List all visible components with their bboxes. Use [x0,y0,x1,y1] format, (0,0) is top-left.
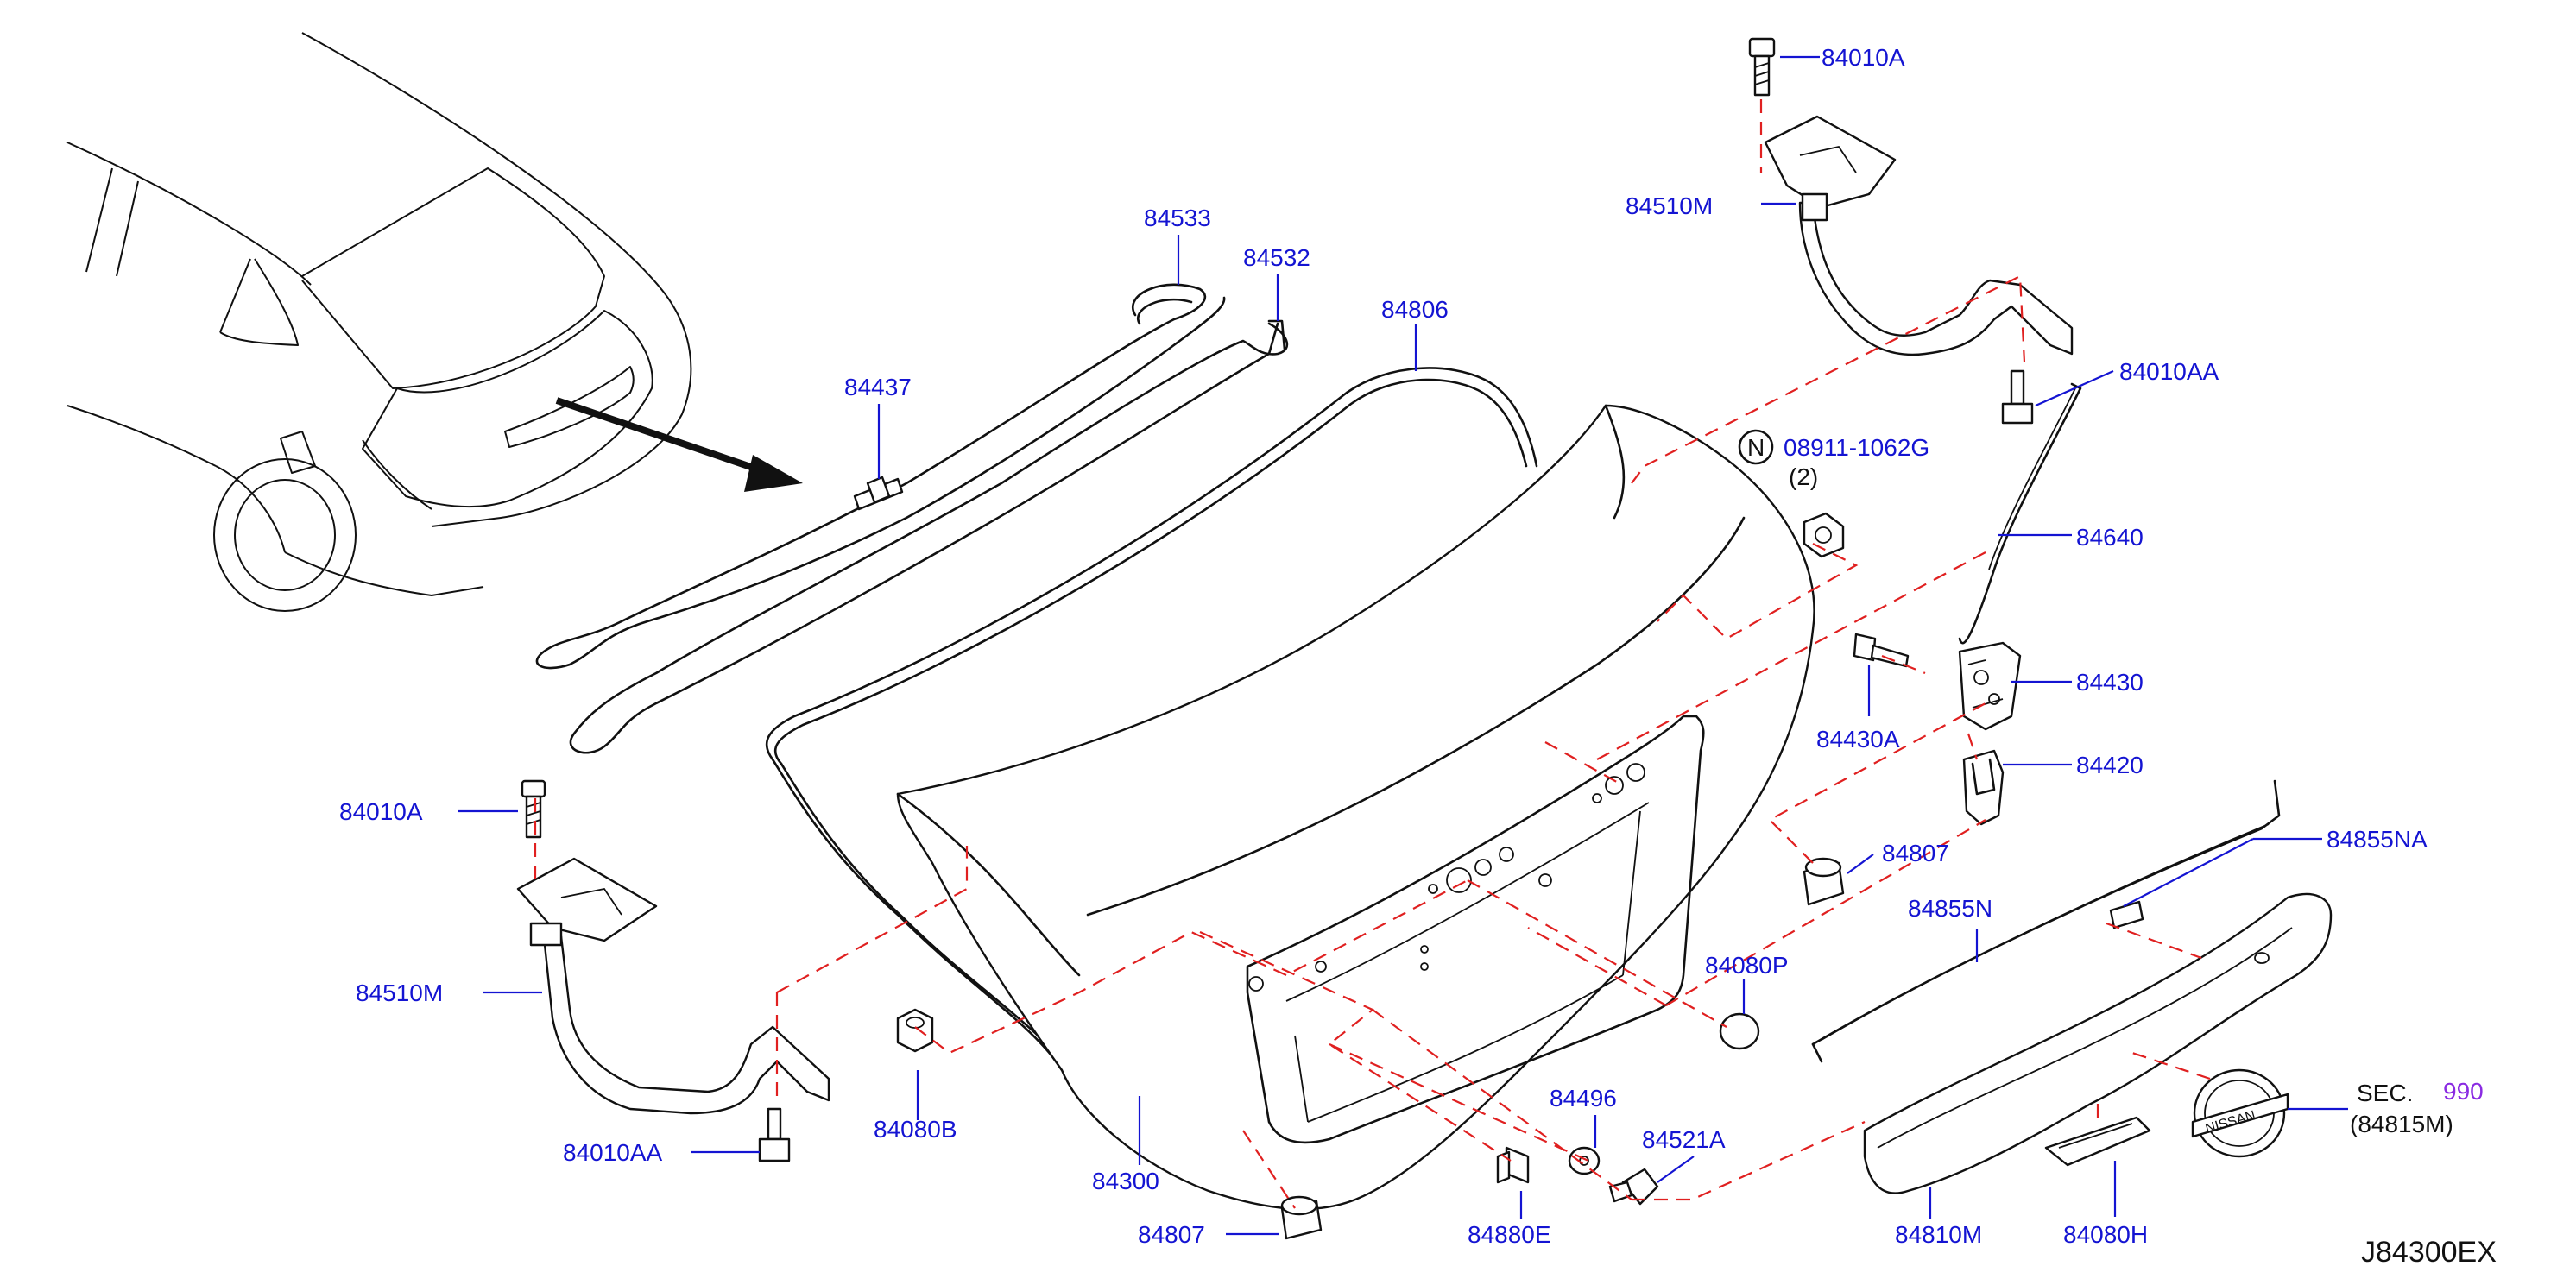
label-08911-qty: (2) [1789,463,1818,490]
label-84010A-top: 84010A [1822,44,1905,71]
leader-lines [458,55,2348,1236]
part-labels: 84010A 84510M 84010AA N 08911-1062G (2) … [339,44,2497,1269]
hinge-right [1764,115,2074,356]
trunk-lid [896,404,1815,1211]
label-84010AA-right: 84010AA [2119,358,2219,385]
diagram-code: J84300EX [2361,1236,2497,1269]
label-84080P: 84080P [1705,952,1789,979]
label-84880E: 84880E [1468,1221,1551,1248]
striker-84420 [1962,749,2005,826]
clip-84880E [1496,1146,1530,1184]
label-84532: 84532 [1243,244,1310,271]
washer-84496 [1568,1146,1601,1175]
label-84807-bottom: 84807 [1138,1221,1205,1248]
bolt-84430A [1853,633,1910,668]
hinge-left [516,857,830,1115]
label-84010AA-left: 84010AA [563,1139,663,1166]
label-84300: 84300 [1092,1168,1159,1194]
part-84437 [853,476,904,511]
direction-arrow [555,397,803,492]
label-84080H: 84080H [2063,1221,2148,1248]
plug-84080P [1719,1012,1760,1050]
label-84420: 84420 [2076,752,2144,778]
label-84806: 84806 [1381,296,1449,323]
grommet-84080B [896,1008,934,1053]
label-84533: 84533 [1144,205,1211,231]
label-84430: 84430 [2076,669,2144,696]
label-84010A-left: 84010A [339,798,423,825]
bolt-84010AA-left [758,1107,791,1162]
label-84080B: 84080B [874,1116,957,1143]
label-84855N: 84855N [1908,895,1992,922]
bolt-84010AA-right [2001,369,2034,425]
bolt-84010A-left [521,779,546,839]
bolt-84010A-top [1748,37,1776,97]
nut-08911 [1738,429,1845,558]
cable-84640 [1958,382,2082,645]
label-sec-prefix: SEC. [2357,1080,2413,1106]
label-sec-number: 990 [2443,1078,2484,1105]
label-n-circle: N [1747,434,1765,461]
handle-84080H [2044,1116,2151,1167]
assembly-lines [534,99,2211,1209]
lock-84430 [1958,641,2022,731]
label-84807-right: 84807 [1882,840,1949,866]
bumper-84807-bottom [1280,1195,1323,1240]
label-84437: 84437 [844,374,912,400]
label-08911: 08911-1062G [1784,434,1929,461]
molding-84855N [1811,779,2281,1063]
label-84521A: 84521A [1642,1126,1726,1153]
garnish-84810M [1863,892,2333,1194]
label-84640: 84640 [2076,524,2144,551]
label-84510M-left: 84510M [356,979,443,1006]
label-84855NA: 84855NA [2327,826,2428,853]
label-84510M-top: 84510M [1626,192,1713,219]
weatherstrip [765,367,1538,1072]
label-84496: 84496 [1550,1085,1617,1112]
label-sec-sub: (84815M) [2350,1111,2453,1137]
bracket-84855NA [2109,900,2144,929]
nissan-emblem: NISSAN [2191,1068,2289,1158]
label-84810M: 84810M [1895,1221,1982,1248]
car-silhouette [66,32,692,612]
label-84430A: 84430A [1816,726,1900,753]
torsion-bars [535,283,1289,754]
bumper-84807-right [1803,857,1845,906]
